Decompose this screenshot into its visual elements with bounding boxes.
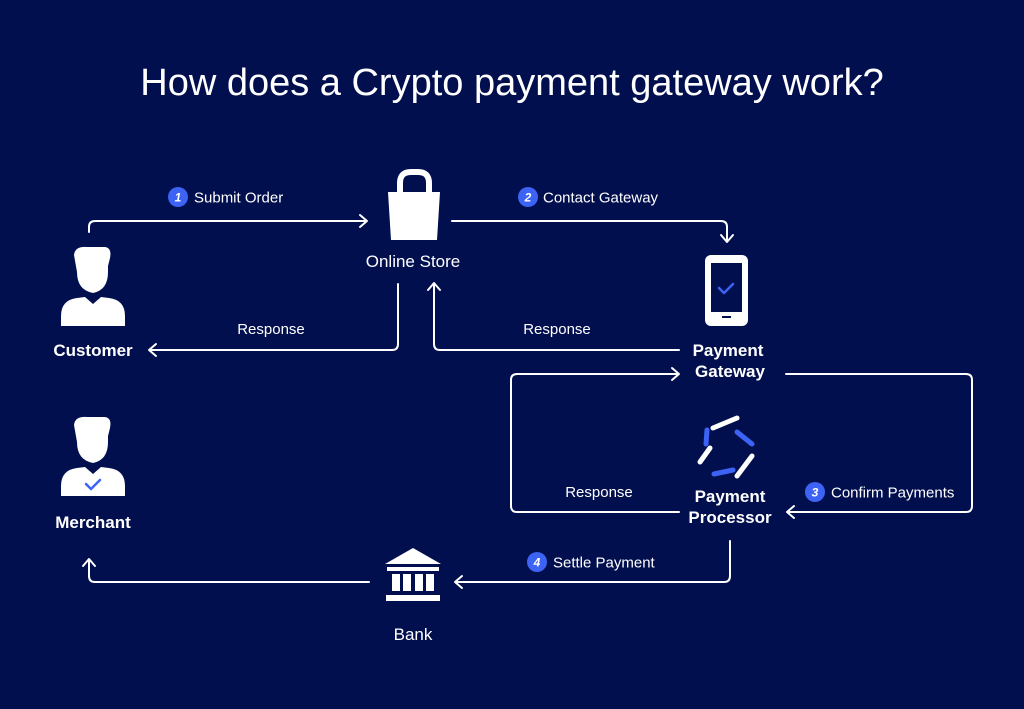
svg-text:4: 4 (533, 556, 541, 570)
person-check-icon (61, 416, 125, 496)
response-processor-gateway-arrow (510, 373, 680, 513)
response-processor-gateway-label: Response (565, 484, 633, 501)
response-store-customer-arrowhead (148, 343, 157, 357)
response-processor-gateway-arrowhead (671, 367, 680, 381)
response-gateway-store-label: Response (523, 321, 591, 338)
shopping-bag-icon (388, 169, 440, 240)
submit-order-arrowhead (359, 214, 368, 228)
merchant-label: Merchant (55, 513, 131, 532)
contact-gateway-arrow (451, 220, 728, 242)
response-store-customer-label: Response (237, 321, 305, 338)
confirm-payments-arrowhead (786, 505, 795, 519)
svg-text:1: 1 (175, 191, 182, 205)
hexagon-processor-icon (697, 415, 755, 479)
settle-payment-label: Settle Payment (553, 555, 656, 572)
payment-gateway-label-line2: Gateway (695, 362, 765, 381)
step-badge-4: 4 (527, 552, 547, 572)
settle-payment-arrowhead (454, 575, 463, 589)
bank-merchant-arrowhead (82, 558, 96, 567)
svg-text:3: 3 (812, 486, 819, 500)
contact-gateway-arrowhead (720, 234, 734, 243)
response-gateway-store-arrow (433, 283, 680, 351)
payment-processor-label-line1: Payment (695, 487, 766, 506)
submit-order-label: Submit Order (194, 190, 283, 207)
step-badge-3: 3 (805, 482, 825, 502)
page-title: How does a Crypto payment gateway work? (140, 62, 883, 104)
payment-processor-label-line2: Processor (688, 508, 772, 527)
step-badge-2: 2 (518, 187, 538, 207)
bank-icon (385, 548, 441, 601)
payment-gateway-label-line1: Payment (693, 341, 764, 360)
confirm-payments-arrow (785, 373, 973, 513)
person-icon (61, 246, 125, 326)
smartphone-check-icon (705, 255, 748, 326)
online-store-label: Online Store (366, 252, 461, 271)
customer-label: Customer (53, 341, 133, 360)
step-badge-1: 1 (168, 187, 188, 207)
contact-gateway-label: Contact Gateway (543, 190, 659, 207)
svg-text:2: 2 (524, 191, 532, 205)
response-store-customer-arrow (149, 283, 399, 351)
confirm-payments-label: Confirm Payments (831, 485, 954, 502)
bank-merchant-arrow (88, 559, 370, 583)
bank-label: Bank (394, 625, 433, 644)
response-gateway-store-arrowhead (427, 282, 441, 291)
submit-order-arrow (88, 220, 367, 233)
settle-payment-arrow (455, 540, 731, 583)
